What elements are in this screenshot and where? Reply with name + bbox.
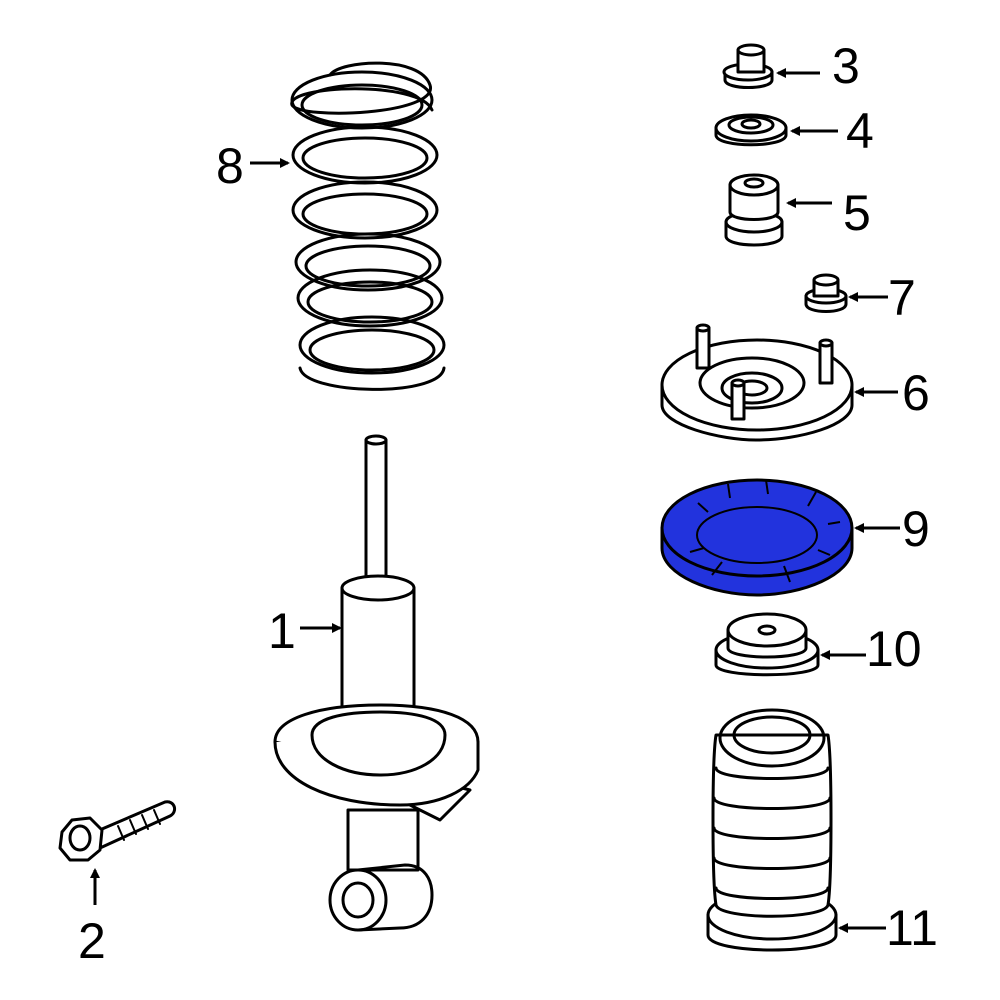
- coil-spring-part[interactable]: [290, 61, 446, 391]
- callout-6: 6: [854, 365, 930, 421]
- callout-9-label: 9: [902, 501, 930, 557]
- washer-part[interactable]: [714, 113, 788, 147]
- upper-bushing-part[interactable]: [724, 173, 784, 247]
- callout-6-label: 6: [902, 365, 930, 421]
- callout-8-label: 8: [216, 138, 244, 194]
- callout-8: 8: [216, 138, 290, 194]
- callout-11: 11: [838, 900, 938, 956]
- spring-seat-part-highlighted[interactable]: [660, 478, 854, 597]
- callout-1-label: 1: [268, 603, 296, 659]
- callout-1: 1: [268, 603, 342, 659]
- callout-10: 10: [820, 621, 922, 677]
- callout-9: 9: [854, 501, 930, 557]
- callout-3-label: 3: [832, 38, 860, 94]
- callout-10-label: 10: [866, 621, 922, 677]
- callout-5: 5: [786, 185, 871, 241]
- callout-7-label: 7: [888, 270, 916, 326]
- callout-7: 7: [848, 270, 916, 326]
- bolt-part[interactable]: [58, 800, 177, 862]
- callout-2: 2: [78, 868, 106, 969]
- callout-2-label: 2: [78, 913, 106, 969]
- nut-part[interactable]: [804, 273, 848, 313]
- callout-4-label: 4: [846, 103, 874, 159]
- dust-boot-part[interactable]: [706, 708, 838, 952]
- callout-3: 3: [776, 38, 860, 94]
- strut-mount-part[interactable]: [660, 323, 854, 442]
- callout-4: 4: [790, 103, 874, 159]
- bump-stop-cap-part[interactable]: [714, 612, 820, 677]
- shock-absorber-part[interactable]: [273, 434, 480, 932]
- callout-5-label: 5: [843, 185, 871, 241]
- callout-11-label: 11: [886, 900, 938, 956]
- bushing-cap-part[interactable]: [722, 43, 774, 89]
